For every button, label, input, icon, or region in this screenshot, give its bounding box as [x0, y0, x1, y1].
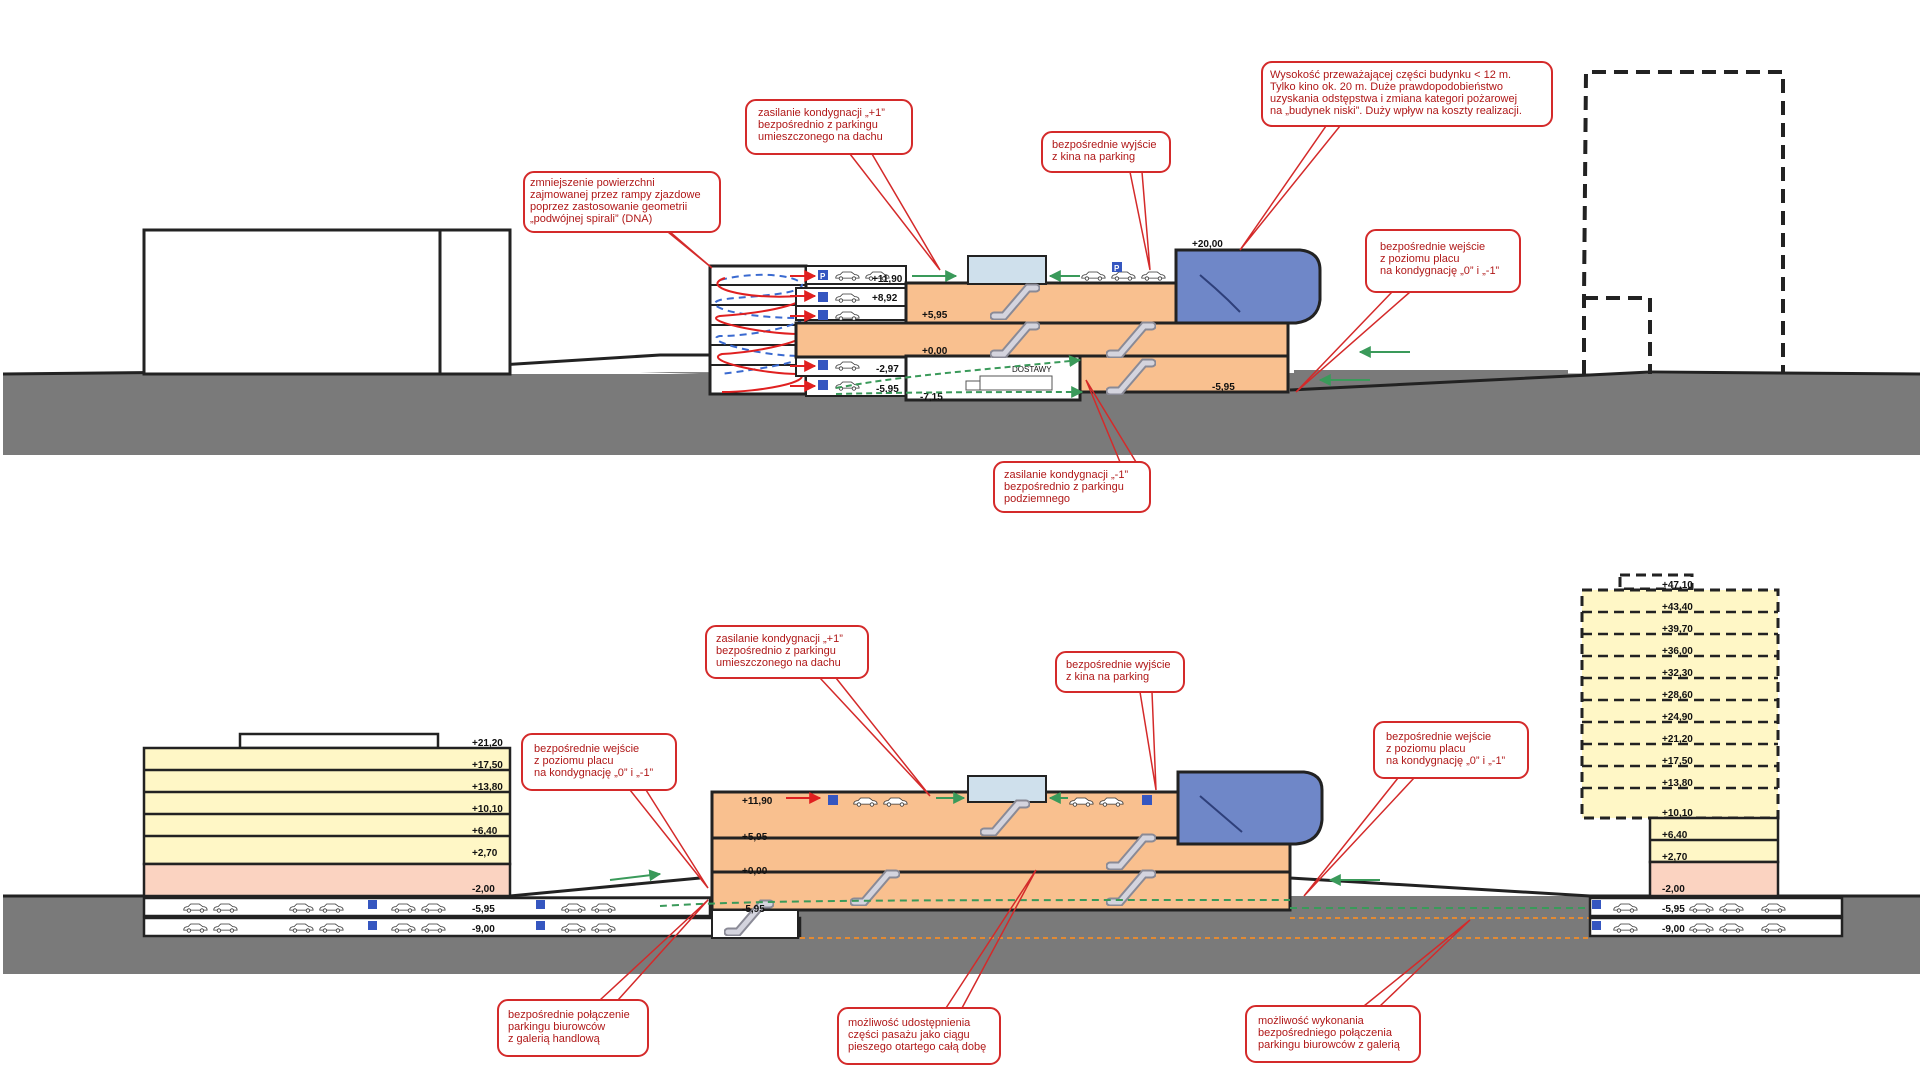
mall-roof-cars	[828, 795, 1152, 807]
svg-text:+6,40: +6,40	[1662, 830, 1688, 841]
svg-text:+47,10: +47,10	[1662, 580, 1693, 591]
svg-text:-2,00: -2,00	[1662, 884, 1685, 895]
svg-text:+24,90: +24,90	[1662, 712, 1693, 723]
note-supply-plus1: zasilanie kondygnacji „+1”bezpośrednio z…	[745, 99, 941, 271]
note-supply-minus1: zasilanie kondygnacji „-1”bezpośrednio z…	[993, 379, 1151, 513]
svg-text:+13,80: +13,80	[1662, 778, 1693, 789]
svg-text:+36,00: +36,00	[1662, 646, 1693, 657]
mall-body-bottom	[710, 770, 1324, 939]
dashed-tower-outline	[1582, 70, 1785, 374]
svg-text:-5,95: -5,95	[1662, 904, 1685, 915]
svg-text:+13,80: +13,80	[472, 782, 503, 793]
svg-text:+43,40: +43,40	[1662, 602, 1693, 613]
top-section: P P +11,90 +8,92 +5,95 +0,00 -2,97 -5,95…	[2, 61, 1920, 513]
mall-level-ground: +0,00	[742, 866, 768, 877]
cinema-volume	[1174, 248, 1322, 325]
svg-text:+2,70: +2,70	[472, 848, 498, 859]
bottom-section: +21,20 +17,50 +13,80 +10,10 +6,40 +2,70 …	[3, 573, 1920, 1065]
office-tower-right	[1580, 573, 1844, 938]
svg-text:-5,95: -5,95	[472, 904, 495, 915]
svg-text:zasilanie kondygnacji „-1”bezp: zasilanie kondygnacji „-1”bezpośrednio z…	[1004, 469, 1128, 505]
level-cinema: +20,00	[1192, 239, 1223, 250]
bottom-arrows	[609, 792, 1592, 939]
office-left-levels: +21,20 +17,50 +13,80 +10,10 +6,40 +2,70 …	[472, 738, 503, 935]
office-left	[142, 732, 802, 938]
level-m595: -5,95	[876, 384, 899, 395]
mall-level-first: +5,95	[742, 832, 768, 843]
level-ground: +0,00	[922, 346, 948, 357]
level-roof-parking: +11,90	[872, 274, 903, 285]
existing-building-left	[142, 228, 512, 376]
top-green-arrows	[835, 270, 1410, 399]
level-m297: -2,97	[876, 364, 899, 375]
svg-text:zasilanie kondygnacji „+1”bezp: zasilanie kondygnacji „+1”bezpośrednio z…	[716, 633, 843, 669]
p-badge-1: P	[820, 272, 826, 281]
svg-text:+17,50: +17,50	[472, 760, 503, 771]
spiral-ramp	[708, 264, 808, 396]
svg-text:-9,00: -9,00	[472, 924, 495, 935]
bottom-left-cars	[183, 900, 616, 933]
svg-text:+17,50: +17,50	[1662, 756, 1693, 767]
svg-text:+28,60: +28,60	[1662, 690, 1693, 701]
svg-text:+21,20: +21,20	[1662, 734, 1693, 745]
level-p595: +5,95	[922, 310, 948, 321]
svg-text:+2,70: +2,70	[1662, 852, 1688, 863]
svg-text:+6,40: +6,40	[472, 826, 498, 837]
svg-text:-9,00: -9,00	[1662, 924, 1685, 935]
level-m595-mall: -5,95	[1212, 382, 1235, 393]
svg-text:zasilanie kondygnacji „+1”bezp: zasilanie kondygnacji „+1”bezpośrednio z…	[758, 107, 885, 143]
svg-text:+32,30: +32,30	[1662, 668, 1693, 679]
svg-text:Wysokość przeważającej części: Wysokość przeważającej części budynku < …	[1270, 69, 1522, 117]
note-height: Wysokość przeważającej części budynku < …	[1239, 61, 1553, 251]
level-m715: -7,15	[920, 392, 943, 403]
mall-body	[794, 255, 1290, 402]
mall-level-basement: -5,95	[742, 904, 765, 915]
top-parking-badges	[818, 262, 1122, 390]
svg-text:-2,00: -2,00	[472, 884, 495, 895]
p-badge-2: P	[1114, 264, 1120, 273]
svg-text:+21,20: +21,20	[472, 738, 503, 749]
svg-text:+39,70: +39,70	[1662, 624, 1693, 635]
top-red-arrows	[790, 270, 817, 392]
deliveries-label: DOSTAWY	[1012, 365, 1052, 374]
mall-level-roof: +11,90	[742, 796, 773, 807]
delivery-truck	[965, 375, 1053, 391]
note-bottom-supply-plus1: zasilanie kondygnacji „+1”bezpośrednio z…	[705, 625, 931, 797]
level-p8: +8,92	[872, 293, 898, 304]
svg-text:+10,10: +10,10	[1662, 808, 1693, 819]
svg-text:+10,10: +10,10	[472, 804, 503, 815]
tower-levels: +47,10 +43,40 +39,70 +36,00 +32,30 +28,6…	[1662, 580, 1693, 935]
